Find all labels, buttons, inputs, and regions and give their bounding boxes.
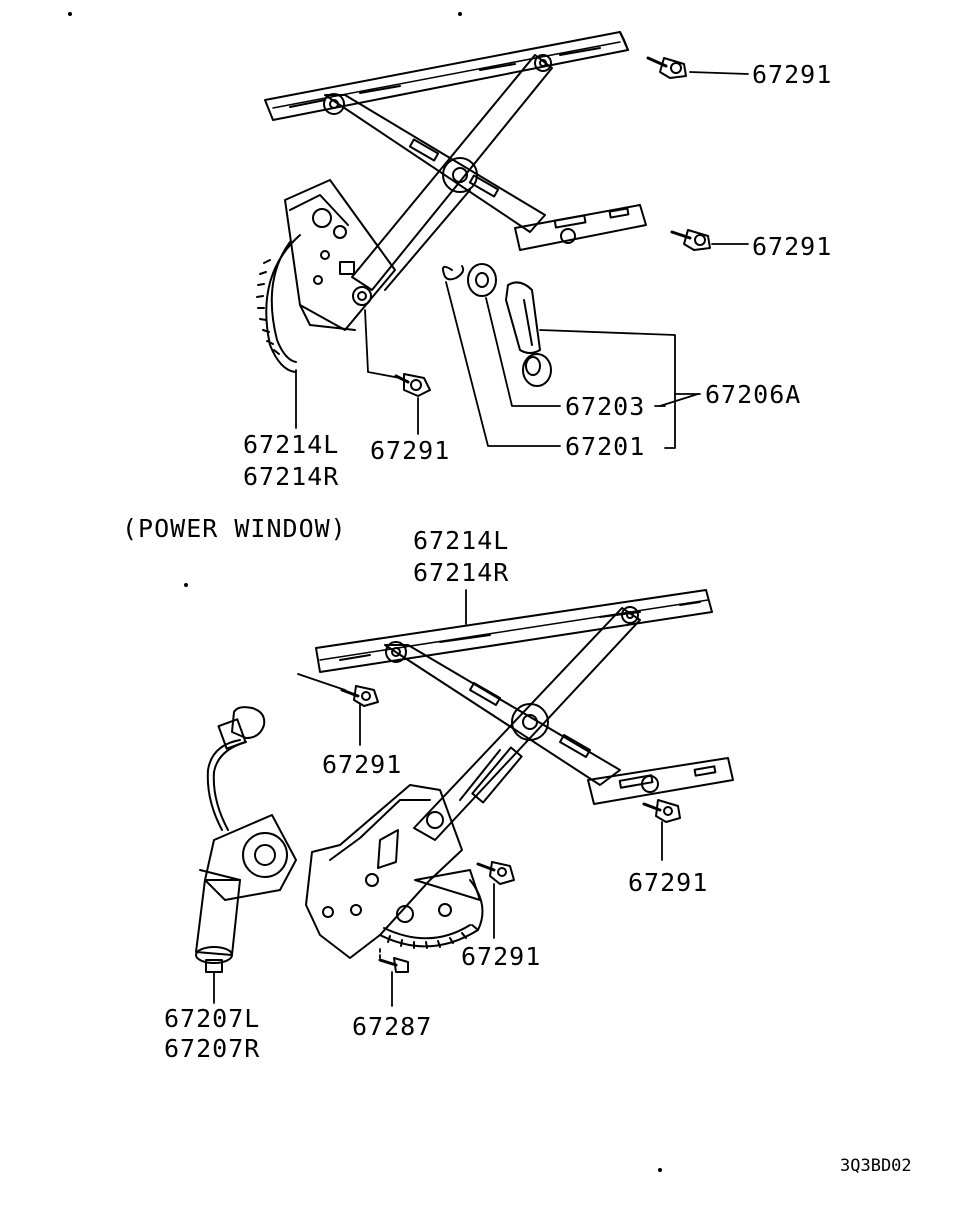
label-escutcheon: 67203 — [565, 392, 646, 421]
bolt-icon-power-3 — [476, 861, 515, 885]
manual-leader-lines — [295, 71, 749, 449]
label-regulator-power-right: 67214R — [413, 558, 510, 587]
label-motor-left: 67207L — [164, 1004, 261, 1033]
label-handle-assembly: 67206A — [705, 380, 802, 409]
manual-top-rail — [264, 31, 629, 121]
power-regulator-assembly — [305, 589, 734, 959]
label-screw: 67287 — [352, 1012, 433, 1041]
bolt-icon-power-2 — [642, 799, 681, 823]
manual-arm-a — [323, 93, 546, 233]
manual-arm-b — [351, 54, 553, 291]
label-regulator-manual-right: 67214R — [243, 462, 340, 491]
bolt-icon-manual-2 — [670, 229, 711, 251]
screw-icon — [378, 957, 409, 973]
label-bolt-power-right: 67291 — [628, 868, 709, 897]
bolt-icon-manual-3 — [394, 373, 431, 397]
manual-lower-rail — [514, 204, 647, 251]
power-top-rail — [315, 589, 713, 673]
power-arm-a — [384, 641, 621, 786]
label-motor-right: 67207R — [164, 1034, 261, 1063]
label-bolt-manual-1: 67291 — [752, 60, 833, 89]
manual-sector-gear — [256, 179, 396, 373]
label-bolt-manual-3: 67291 — [370, 436, 451, 465]
power-sector-plate — [305, 784, 484, 959]
figure-code: 3Q3BD02 — [840, 1156, 912, 1176]
label-clip: 67201 — [565, 432, 646, 461]
window-handle-icon — [505, 281, 552, 387]
section-title: (POWER WINDOW) — [122, 514, 347, 543]
label-bolt-power-left: 67291 — [322, 750, 403, 779]
label-bolt-power-center: 67291 — [461, 942, 542, 971]
power-arm-b — [413, 606, 641, 841]
escutcheon-icon — [467, 263, 497, 297]
motor-icon — [195, 706, 297, 973]
clip-icon — [442, 265, 465, 281]
bolt-icon-manual-1 — [646, 56, 687, 79]
label-bolt-manual-2: 67291 — [752, 232, 833, 261]
bolt-icon-power-1 — [340, 685, 379, 707]
power-lower-rail — [587, 757, 734, 805]
power-leader-lines — [213, 589, 663, 1007]
label-regulator-manual-left: 67214L — [243, 430, 340, 459]
label-regulator-power-left: 67214L — [413, 526, 510, 555]
manual-regulator-assembly — [256, 31, 647, 373]
